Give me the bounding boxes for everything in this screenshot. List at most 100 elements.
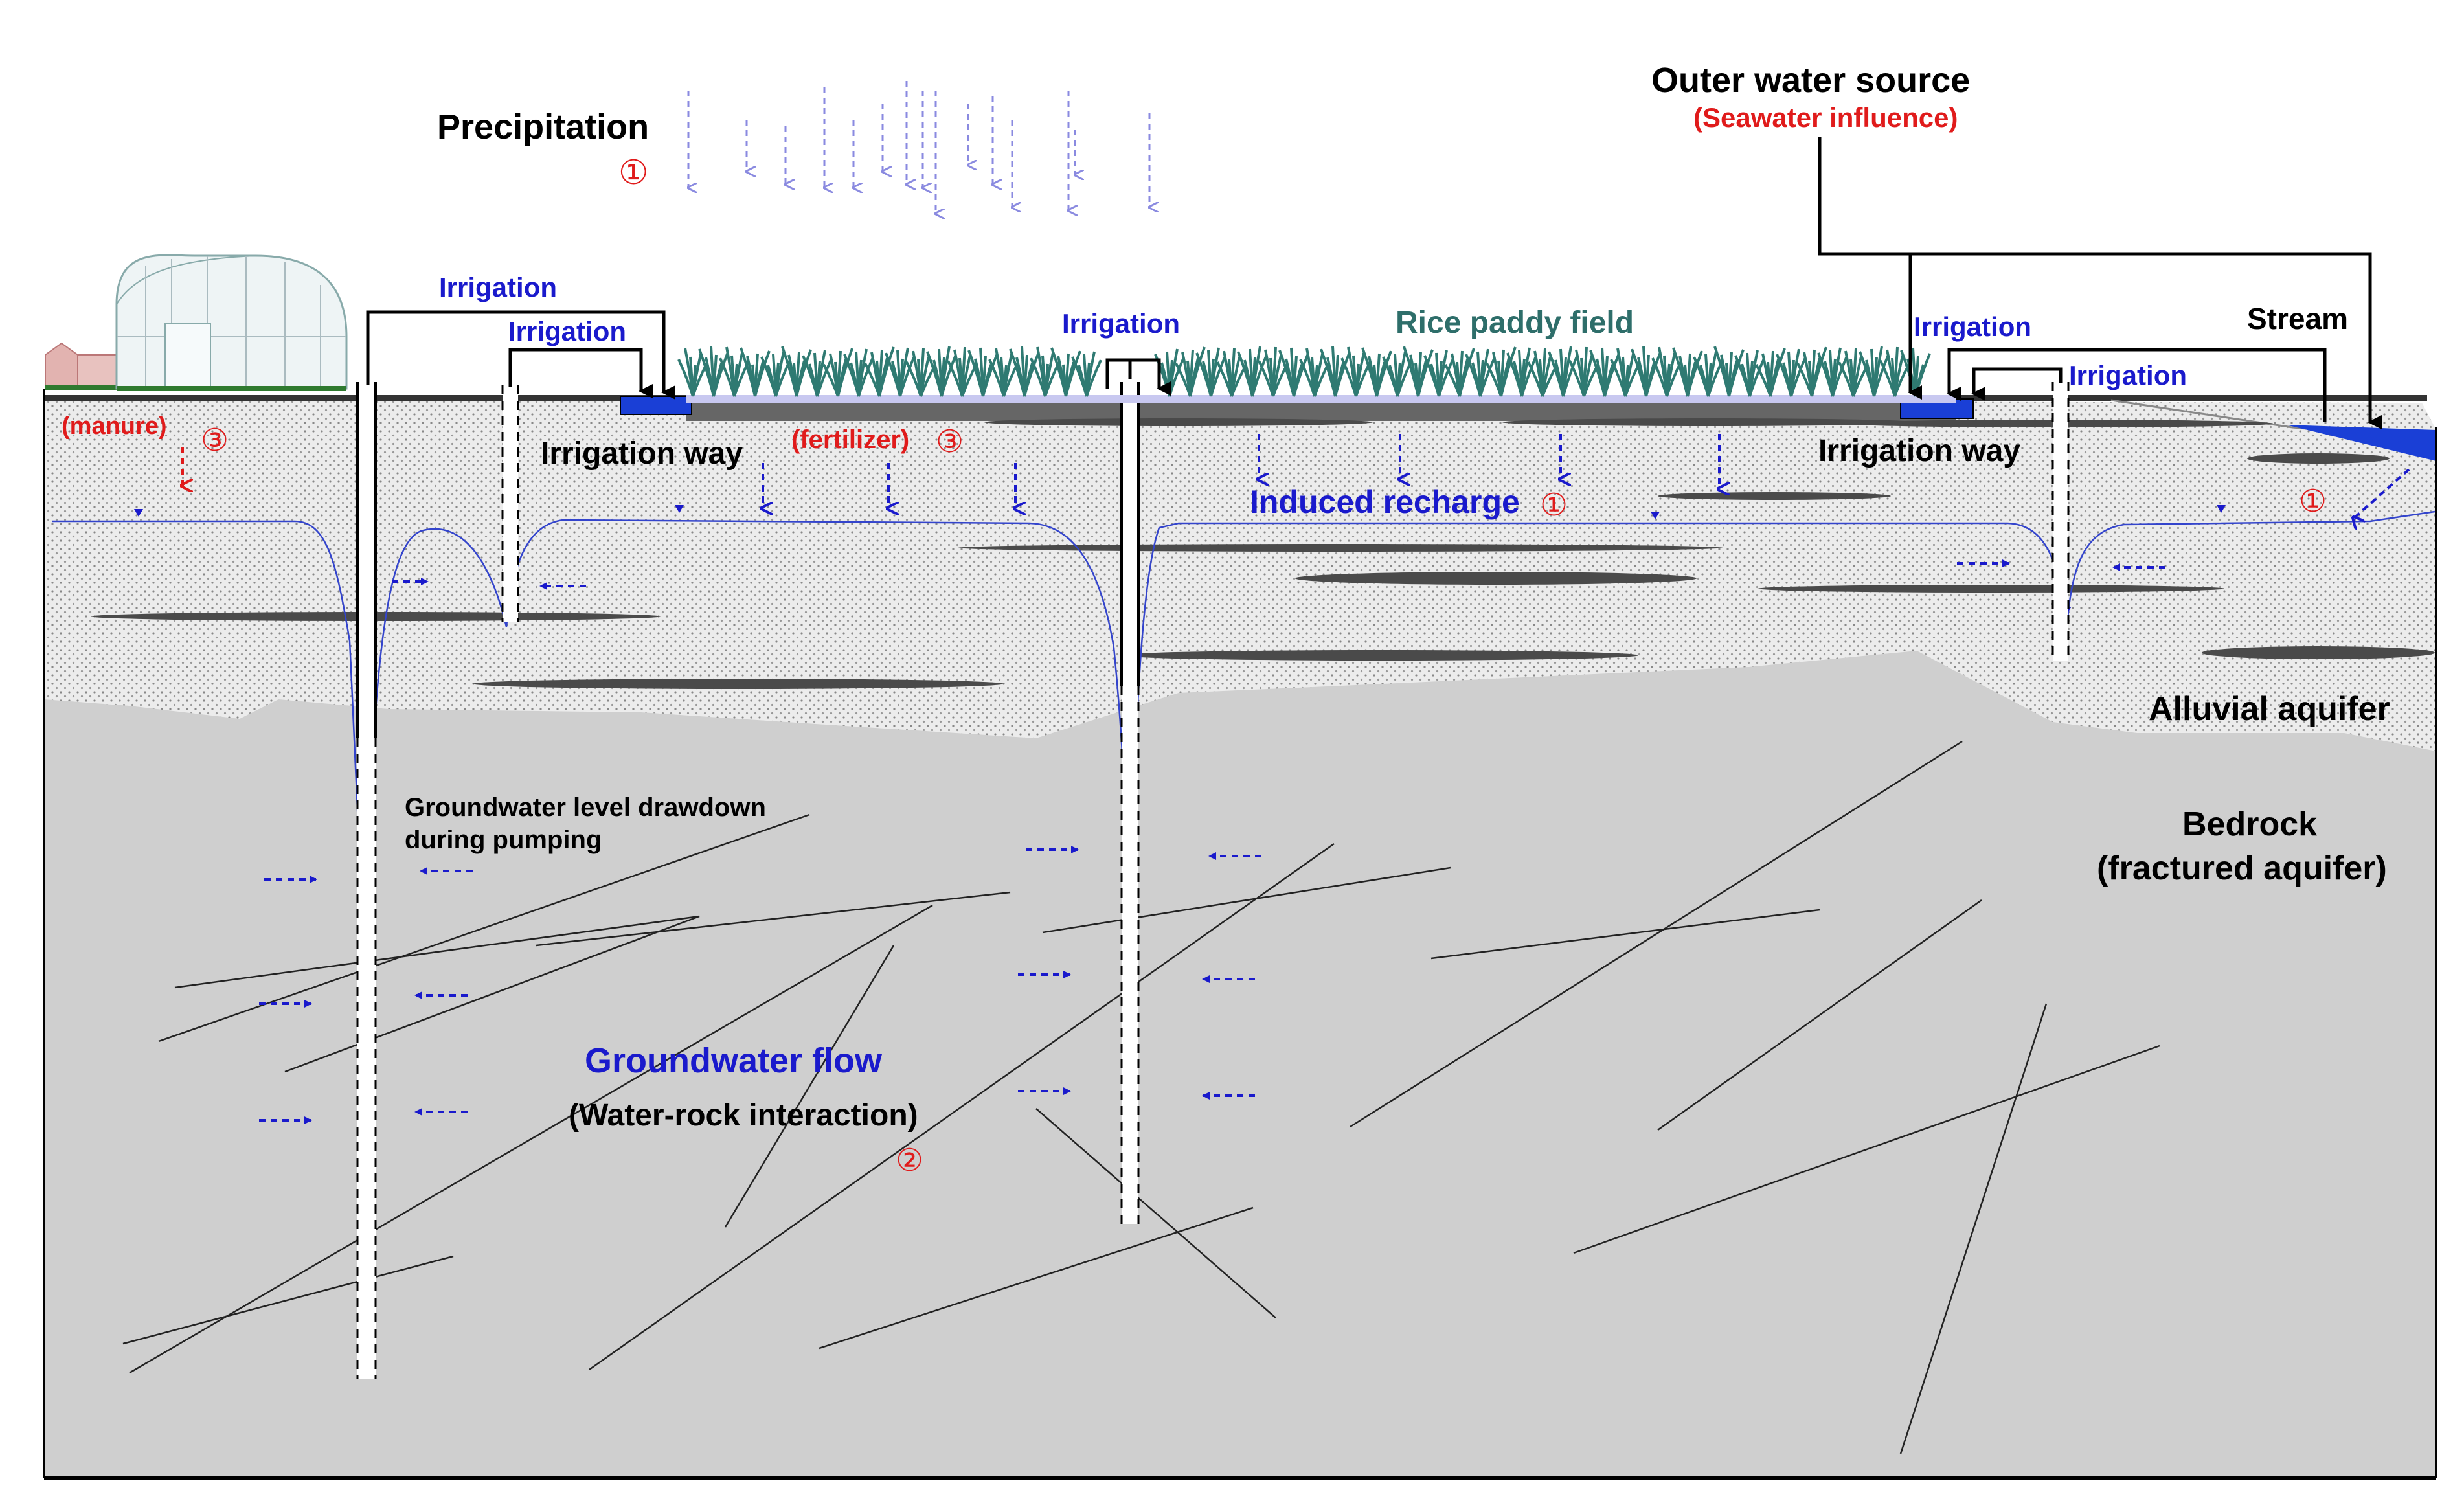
irrigation-pipes [366,137,2382,429]
bedrock-layer [44,648,2436,1478]
manure-num: ③ [201,424,229,458]
rice-plant-icon [1320,346,1351,397]
rice-plant-icon [698,346,729,397]
rice-plant-icon [1403,346,1434,397]
fracture [1035,1108,1276,1318]
stream-recharge-num: ① [2299,484,2327,519]
rice-plant-icon [1175,346,1206,397]
manure-label: (manure) [62,412,167,440]
greenhouse-icon [115,254,348,391]
fracture [122,1255,454,1345]
rice-plant-icon [1589,347,1620,397]
rice-plant-icon [1361,347,1392,397]
water-level-marker [675,505,684,513]
rice-plant-icon [1838,348,1869,397]
rice-plant-icon [1444,348,1475,397]
rice-plant-icon [988,348,1019,397]
rice-plant-icon [1423,350,1454,397]
fracture [1899,1003,2048,1454]
clay-lens [1120,650,1638,661]
paddy-water [686,395,1956,403]
clay-lens [1658,492,1891,500]
stream-water [2286,425,2436,461]
rice-plant-icon [1734,350,1765,397]
fractured-aquifer-label: (fractured aquifer) [2097,850,2387,887]
rice-plant-icon [740,347,771,397]
fracture [819,1206,1254,1350]
clay-lens [958,544,1723,552]
fertilizer-num: ③ [936,425,964,459]
rice-plant-icon [1527,348,1558,397]
rice-plant-icon [843,348,874,397]
outer-water-source-label: Outer water source [1651,61,1970,100]
rice-plant-icon [1776,348,1807,397]
rice-plant-icon [947,346,978,397]
irrigation-label: Irrigation [2069,360,2187,390]
rice-plant-icon [822,348,853,397]
fracture [1042,866,1451,934]
precipitation-label: Precipitation [437,107,649,146]
rice-plant-icon [677,346,1931,397]
rice-plant-icon [1382,351,1413,397]
rice-plant-icon [1879,346,1910,397]
shallow-well [501,385,519,622]
rice-plant-icon [1465,348,1496,397]
induced-recharge-label: Induced recharge [1250,484,1520,520]
alluvial-aquifer-label: Alluvial aquifer [2149,690,2390,728]
irrigation-way-label: Irrigation way [1818,434,2020,468]
bedrock-fractures [122,740,2160,1454]
pumping-well-icon [356,382,377,1379]
irrigation-way-label: Irrigation way [541,436,743,471]
rice-plant-icon [1631,346,1662,397]
rice-plant-icon [1548,346,1579,397]
clay-lens [1758,585,2224,593]
fracture [1430,909,1820,960]
fracture [284,915,700,1073]
clay-lens [984,418,1373,426]
rice-plant-icon [864,346,895,397]
irrigation-label: Irrigation [508,316,626,346]
shallow-well [2051,382,2070,661]
groundwater-flow-arrows [259,559,2165,1124]
fracture [174,915,700,989]
pumping-well-icon [1120,382,1140,1224]
rice-plant-icon [1486,346,1517,397]
rice-plant-icon [1506,347,1537,397]
rice-plant-icon [1672,347,1703,397]
rice-plant-icon [802,350,833,397]
rice-plant-icon [905,348,936,397]
rice-plant-icon [967,347,999,397]
clay-lens [1295,572,1697,585]
stream-label: Stream [2247,302,2348,335]
fracture [536,891,1011,947]
fracture [1350,740,1963,1128]
fracture [589,842,1335,1371]
clay-lens [1502,418,1917,426]
precipitation-num: ① [618,154,649,192]
rice-plant-icon [1713,346,1745,397]
rice-plant-icon [1009,346,1040,397]
drawdown-label-line2: during pumping [405,826,602,854]
rice-plant-icon [1817,347,1848,397]
alluvial-aquifer-layer [44,398,2436,751]
clay-lens [2247,453,2390,464]
rice-paddy-field-label: Rice paddy field [1396,306,1634,340]
water-rock-num: ② [896,1144,923,1178]
induced-recharge-num: ① [1540,488,1568,523]
rice-plant-icon [677,348,708,397]
irrigation-label: Irrigation [1914,311,2031,342]
clay-lens [2202,646,2435,659]
seawater-influence-label: (Seawater influence) [1693,102,1958,133]
rice-plant-icon [1755,348,1786,397]
recharge-arrows [763,434,2410,518]
fracture [158,813,810,1043]
water-level-marker [134,509,143,517]
water-level-marker [2217,505,2226,513]
bedrock-label: Bedrock [2182,806,2317,843]
paddy-soil-strip [686,401,1956,421]
rice-plant-icon [1340,346,1372,397]
rice-plant-icon [1216,348,1247,397]
rice-plant-icon [1237,346,1268,397]
rice-plant-icon [1568,346,1599,397]
fracture [129,904,933,1374]
